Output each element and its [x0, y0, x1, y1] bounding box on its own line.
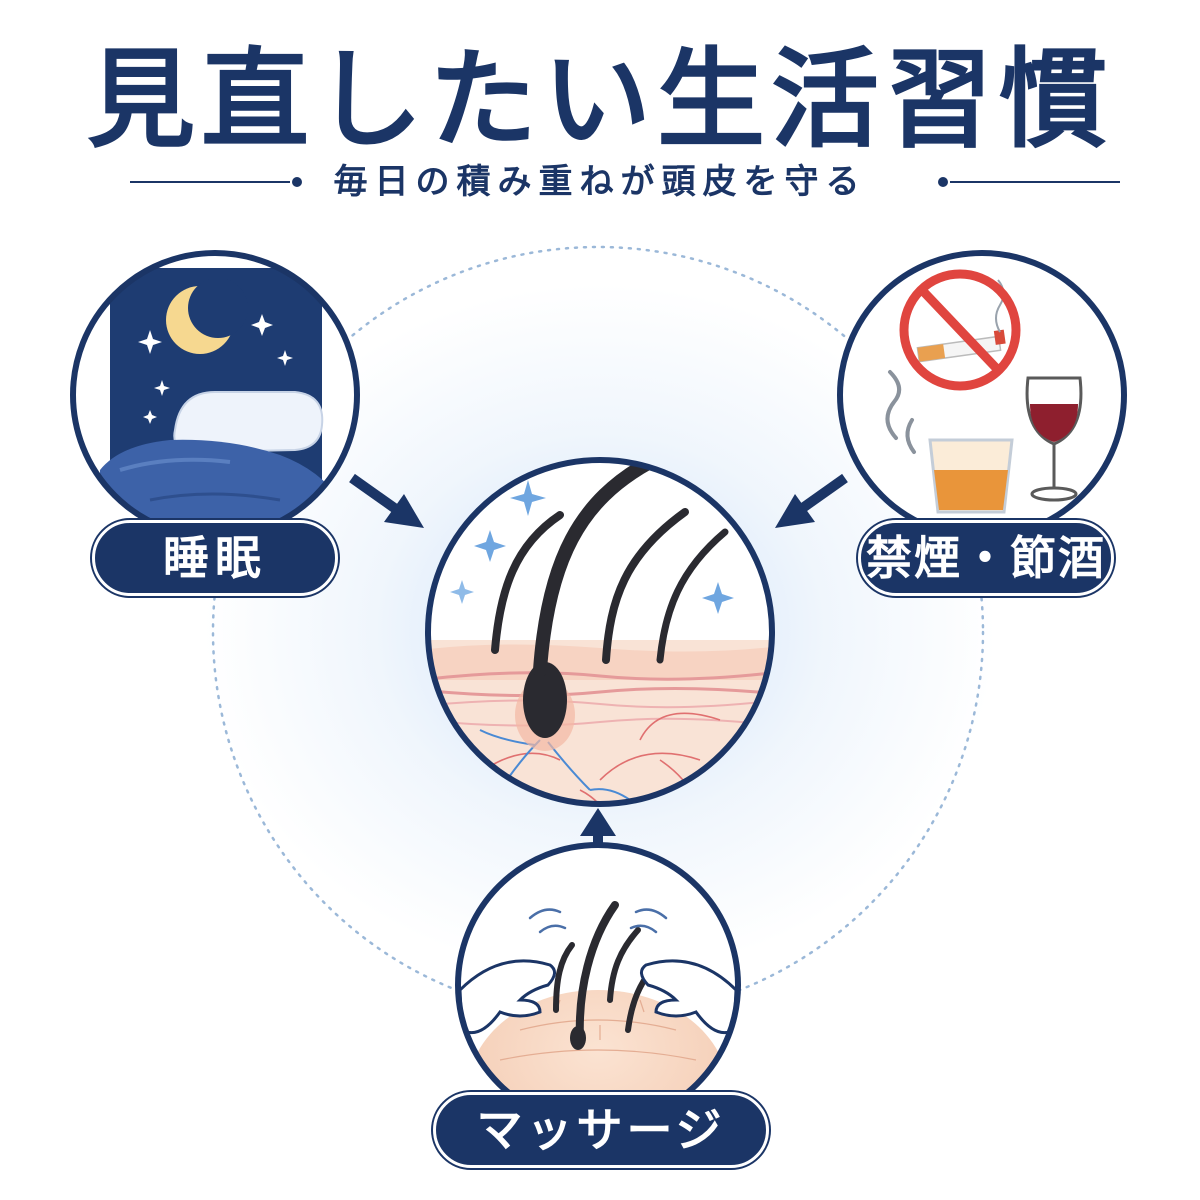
no-smoking-wine-icon: [837, 250, 1127, 540]
label-massage: マッサージ: [433, 1092, 769, 1168]
sleep-moon-pillow-icon: [70, 250, 360, 540]
label-no-smoking-drinking: 禁煙・節酒: [858, 520, 1114, 596]
subtitle-row: 毎日の積み重ねが頭皮を守る: [0, 160, 1200, 204]
subtitle-right-rule: [950, 181, 1120, 183]
page-title: 見直したい生活習慣: [86, 37, 1113, 163]
page-subtitle: 毎日の積み重ねが頭皮を守る: [333, 162, 867, 202]
subtitle-right-dot: [938, 177, 948, 187]
label-sleep: 睡眠: [92, 520, 338, 596]
healthy-hair-scalp-icon: [425, 457, 775, 807]
subtitle-left-dot: [292, 177, 302, 187]
arrow-sleep-to-center: [349, 473, 424, 528]
scalp-massage-icon: [455, 842, 741, 1128]
arrow-smoke-to-center: [775, 473, 848, 528]
subtitle-left-rule: [130, 181, 290, 183]
